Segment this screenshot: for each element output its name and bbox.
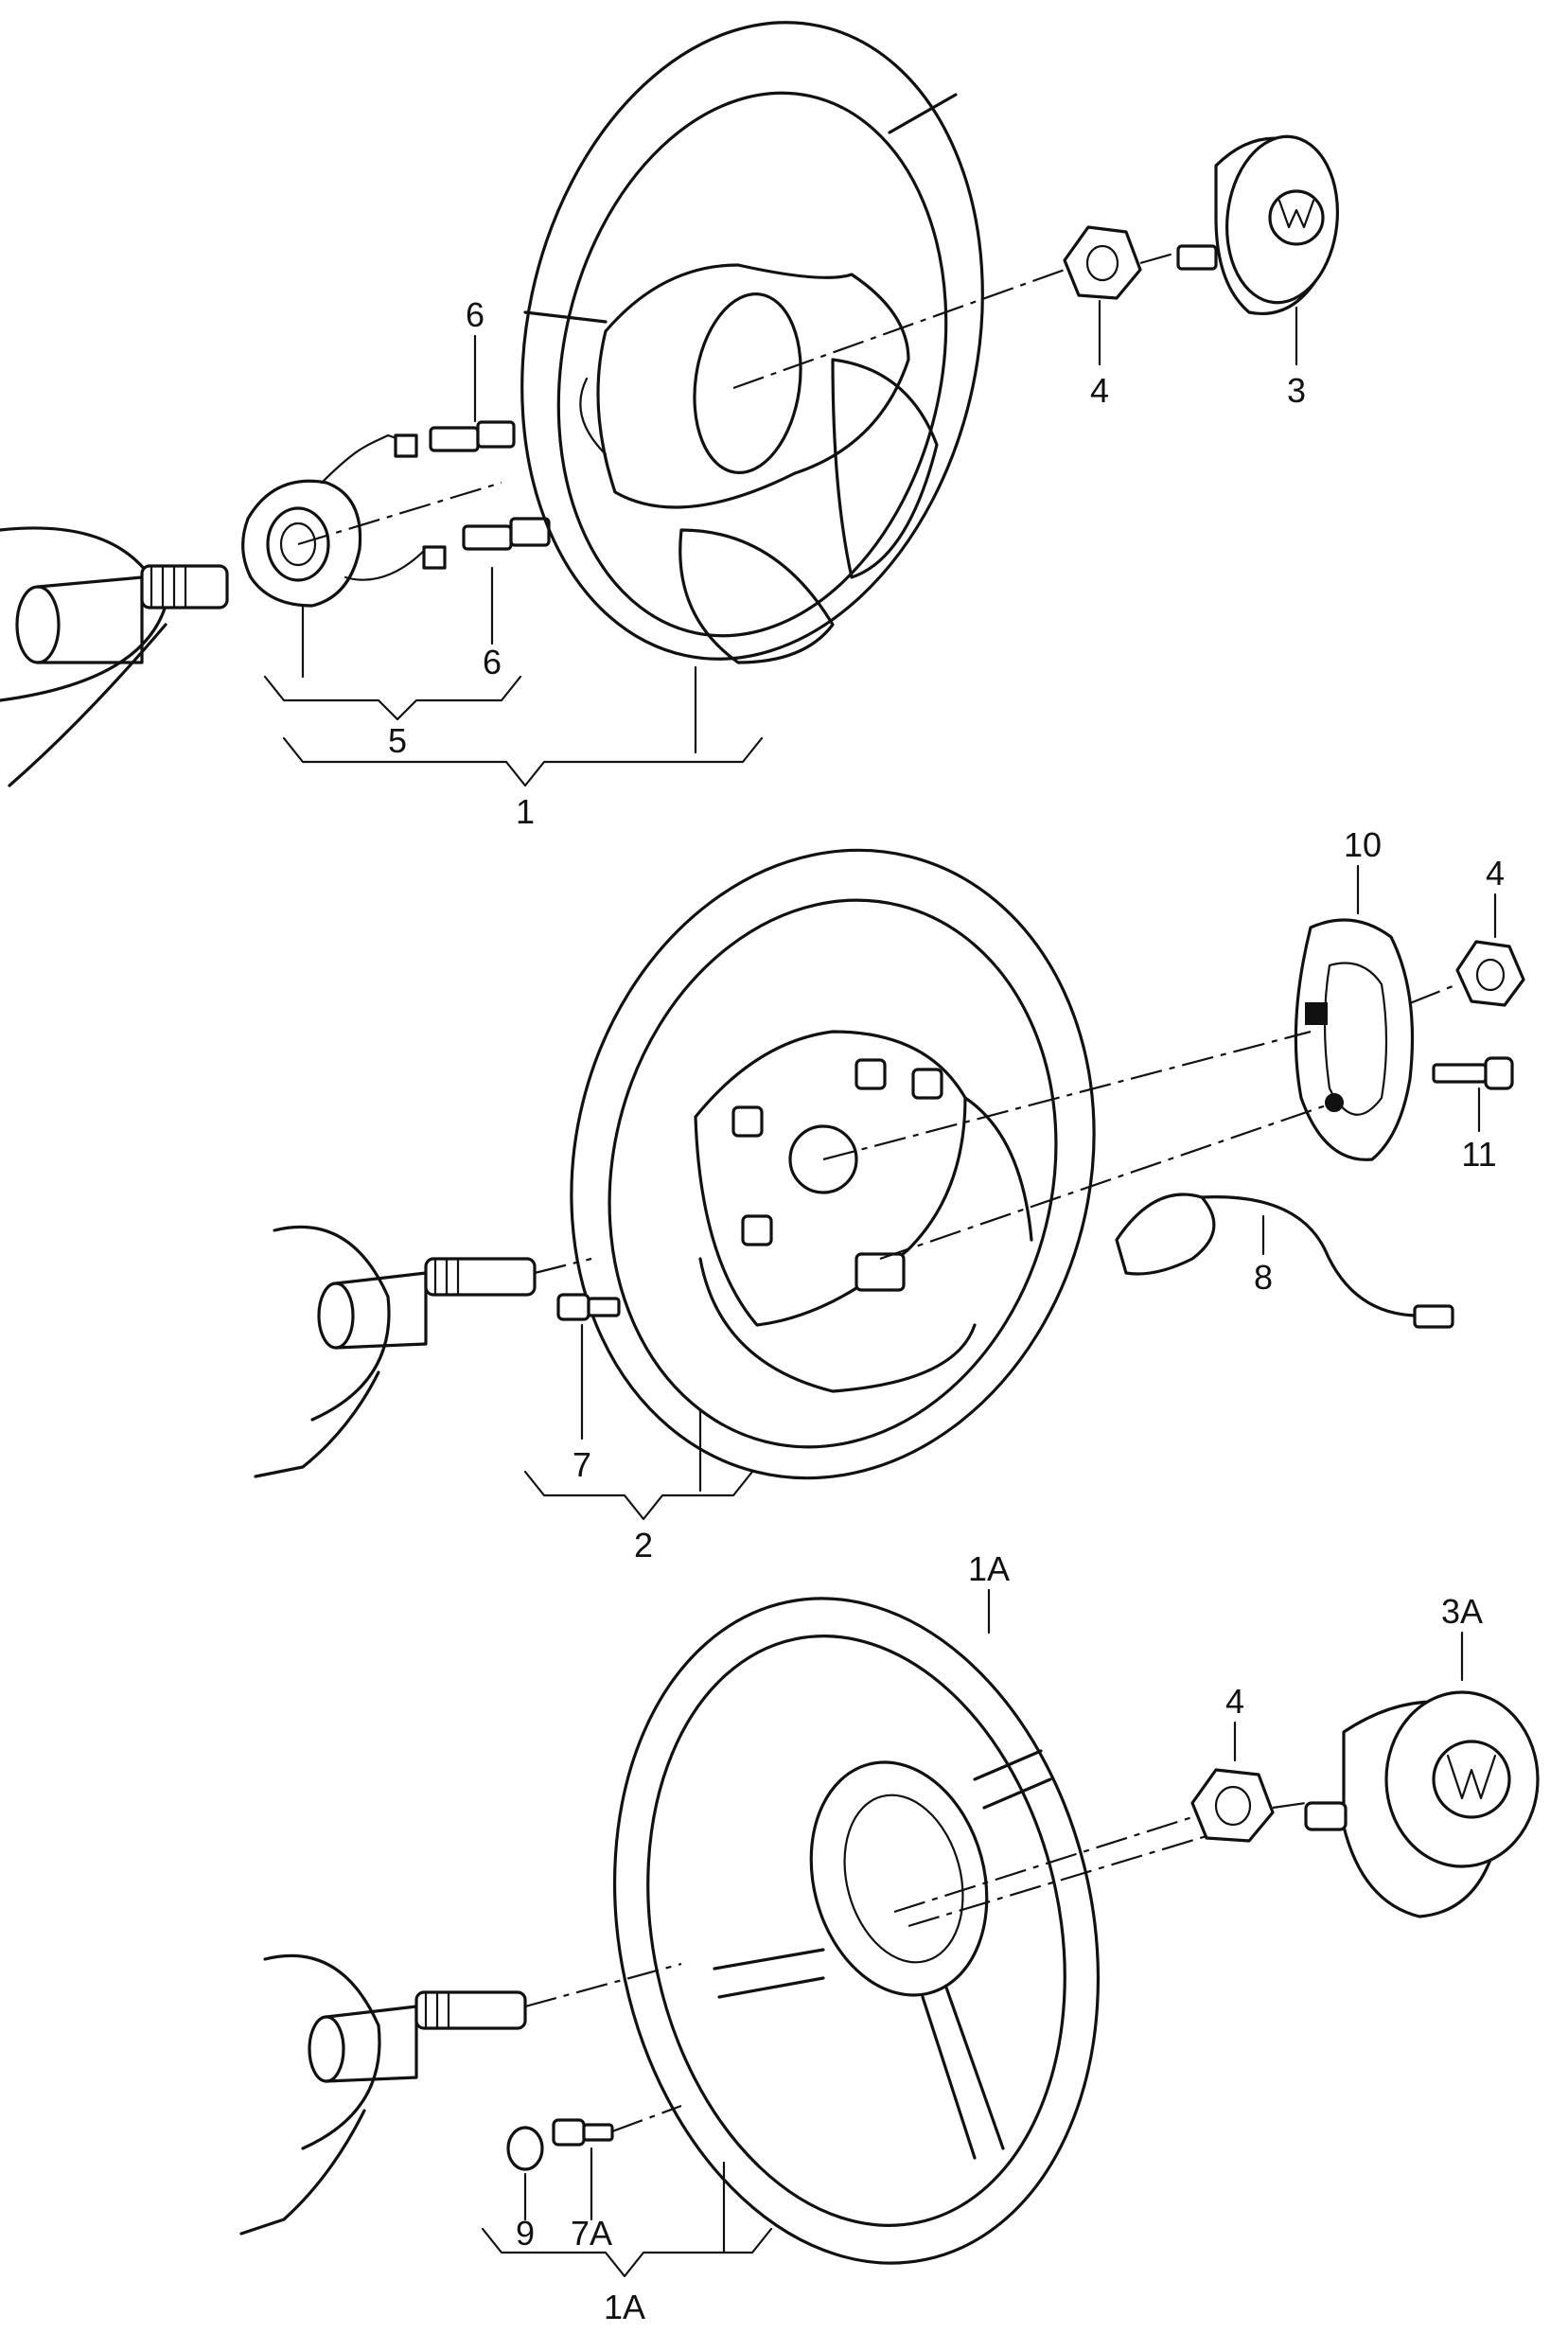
label-1a-bottom: 1A	[604, 2288, 645, 2326]
vw-logo-icon-bottom	[1432, 1740, 1511, 1819]
label-6-lower: 6	[483, 643, 502, 681]
steering-wheel-2	[570, 848, 1096, 1480]
bolt-7a	[552, 2118, 614, 2147]
cover-10	[1294, 918, 1415, 1161]
steering-wheel-1	[520, 21, 984, 664]
label-6-upper: 6	[466, 295, 484, 334]
airbag-3	[1176, 134, 1340, 315]
nut-4-middle	[1455, 940, 1525, 1007]
label-1: 1	[516, 792, 535, 831]
screw-11	[1432, 1056, 1514, 1090]
label-2: 2	[634, 1526, 653, 1564]
middle-assembly	[254, 848, 1525, 1521]
label-8: 8	[1254, 1258, 1273, 1297]
label-4-bottom: 4	[1225, 1682, 1244, 1721]
label-11: 11	[1461, 1135, 1496, 1174]
connector-6-lower	[462, 517, 551, 551]
connector-6-upper	[429, 420, 516, 452]
steering-column-top	[0, 526, 229, 787]
bottom-assembly	[239, 1588, 1540, 2278]
bolt-7	[556, 1293, 621, 1321]
label-3: 3	[1287, 371, 1306, 410]
top-assembly	[0, 21, 1340, 787]
label-1a-top: 1A	[968, 1549, 1010, 1588]
label-3a: 3A	[1441, 1592, 1483, 1631]
part-labels: 6 6 4 3 5 1 10 4 11 8 7 2 1A 3A 4 9 7A 1…	[388, 295, 1505, 2326]
washer-9	[506, 2126, 544, 2171]
steering-column-bottom	[239, 1953, 527, 2236]
steering-wheel-1a	[612, 1597, 1101, 2265]
label-10: 10	[1344, 825, 1382, 864]
vw-logo-icon	[1268, 189, 1325, 246]
label-7: 7	[573, 1445, 591, 1484]
steering-column-middle	[254, 1225, 537, 1478]
airbag-3a	[1304, 1690, 1540, 1918]
label-4-top: 4	[1090, 371, 1109, 410]
wire-harness-8	[1115, 1193, 1454, 1329]
nut-4-top	[1063, 225, 1142, 300]
clock-spring-top	[241, 433, 447, 608]
label-4-middle: 4	[1486, 854, 1505, 893]
label-9: 9	[516, 2214, 535, 2253]
nut-4-bottom	[1190, 1768, 1275, 1843]
label-7a: 7A	[571, 2214, 612, 2253]
label-5: 5	[388, 721, 407, 760]
